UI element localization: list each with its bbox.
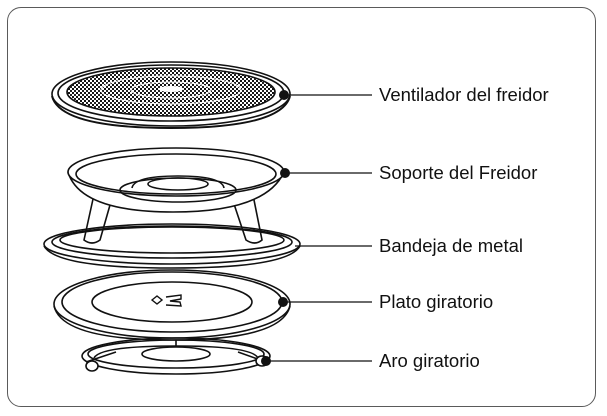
label-fryer-fan: Ventilador del freidor [379,84,549,105]
turntable-plate-part [53,269,291,341]
metal-tray-part [43,223,301,269]
diagram-frame [7,7,596,407]
callout-dot-ring [261,356,271,366]
label-rotating-ring: Aro giratorio [379,350,480,371]
callout-dot-stand [280,168,290,178]
callout-dot-fan [279,90,289,100]
label-fryer-stand: Soporte del Freidor [379,162,538,183]
callout-lines [261,90,372,366]
callout-dot-plate [278,297,288,307]
label-turntable-plate: Plato giratorio [379,291,494,312]
rotating-ring-part [81,337,271,375]
label-metal-tray: Bandeja de metal [379,235,523,256]
fryer-fan-part [51,61,291,130]
fryer-stand-part [67,147,285,244]
